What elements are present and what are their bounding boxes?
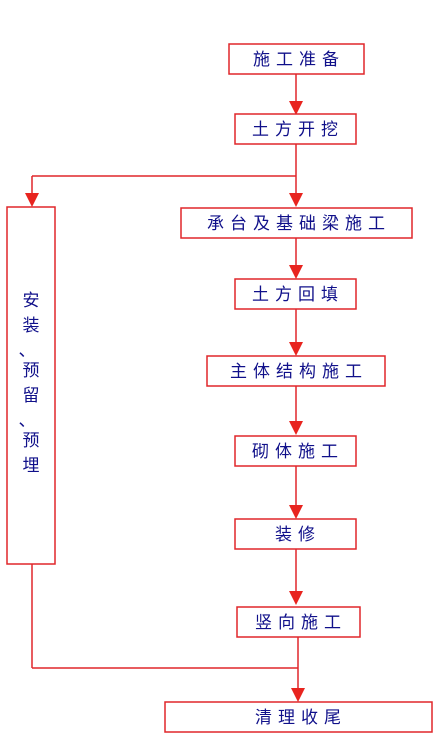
step-2-box	[234, 113, 357, 145]
step-6: 砌体施工	[234, 435, 357, 467]
step-5-box	[206, 355, 386, 387]
step-3-label: 承台及基础梁施工	[207, 214, 391, 234]
arrow-6-7	[289, 505, 303, 519]
step-7: 装修	[234, 518, 357, 550]
step-4-label: 土方回填	[252, 285, 344, 305]
side-step-char-6: 、	[19, 411, 36, 431]
side-step-char-8: 埋	[23, 456, 40, 476]
step-7-label: 装修	[275, 525, 321, 545]
step-3-box	[180, 207, 413, 239]
step-9-label: 清理收尾	[255, 708, 347, 728]
arrow-3-4	[289, 265, 303, 279]
arrow-4-5	[289, 342, 303, 356]
side-step-char-5: 留	[23, 386, 40, 406]
side-step-box	[6, 206, 56, 565]
side-step: 安 装 、 预 留 、 预 埋	[6, 206, 56, 565]
step-5: 主体结构施工	[206, 355, 386, 387]
step-4: 土方回填	[234, 278, 357, 310]
step-1-box	[228, 43, 365, 75]
step-8: 竖向施工	[236, 606, 361, 638]
arrow-5-6	[289, 421, 303, 435]
step-5-label: 主体结构施工	[230, 362, 368, 382]
side-step-char-7: 预	[23, 431, 40, 451]
arrow-2-3	[289, 193, 303, 207]
step-7-box	[234, 518, 357, 550]
step-6-label: 砌体施工	[252, 442, 344, 462]
step-1-label: 施工准备	[253, 50, 345, 70]
step-9-box	[164, 701, 433, 733]
step-8-label: 竖向施工	[255, 613, 347, 633]
connectors	[25, 74, 305, 702]
step-2-label: 土方开挖	[252, 120, 344, 140]
arrow-7-8	[289, 591, 303, 605]
step-1: 施工准备	[228, 43, 365, 75]
step-6-box	[234, 435, 357, 467]
side-step-char-4: 预	[23, 361, 40, 381]
step-2: 土方开挖	[234, 113, 357, 145]
step-3: 承台及基础梁施工	[180, 207, 413, 239]
arrow-1-2	[289, 101, 303, 115]
arrow-8-9	[291, 688, 305, 702]
step-8-box	[236, 606, 361, 638]
side-step-char-3: 、	[19, 341, 36, 361]
side-step-char-2: 装	[23, 316, 40, 336]
side-step-char-1: 安	[23, 291, 40, 311]
arrow-to-side	[25, 193, 39, 207]
step-9: 清理收尾	[164, 701, 433, 733]
step-4-box	[234, 278, 357, 310]
